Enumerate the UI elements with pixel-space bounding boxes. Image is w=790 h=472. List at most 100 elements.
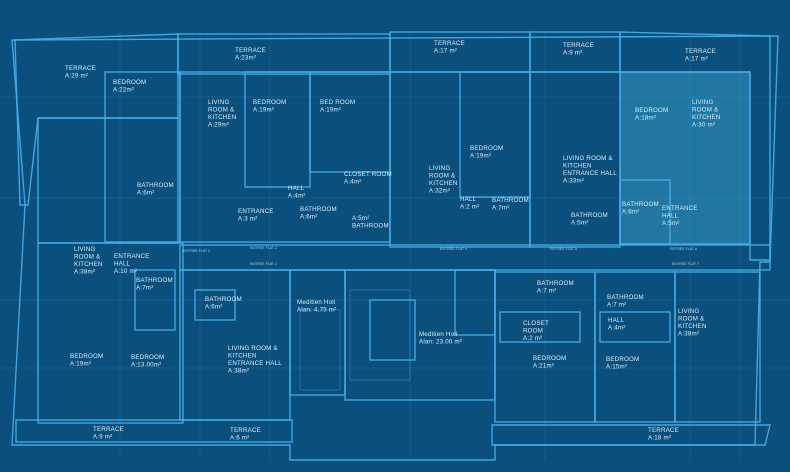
room-label-line: HALL [460,196,477,203]
room-label-line: A:4m² [608,325,626,332]
room-label-line: TERRACE [93,426,124,433]
entry-labels: ENTREE FLAT 2 ENTREE FLAT 1 ENTREE FLAT … [183,246,699,266]
room-label-line: A:19m² [320,107,341,114]
room-label-line: TERRACE [685,48,716,55]
room-label-line: HALL [114,261,131,268]
room-label-line: A:4m² [288,193,306,200]
room-label-line: A:32m² [429,188,450,195]
room-label-line: A:22m² [113,87,134,94]
entry-label: ENTREE FLAT 2 [250,246,277,250]
room-label-line: Meditien Holi [297,299,335,306]
room-label-line: A:17 m² [685,56,708,63]
room-label-line: KITCHEN [228,353,257,360]
room-label-line: BEDROOM [131,354,164,361]
room-label-line: A:6m² [300,214,318,221]
room-label-line: BATHROOM [492,197,529,204]
room-label-line: A:18m² [635,115,656,122]
room-label-line: BATHROOM [607,294,644,301]
room-label-line: A:6m² [622,209,640,216]
room-label-line: HALL [608,317,625,324]
room-label-line: A:6m² [137,190,155,197]
room-label-line: A:2 m² [460,204,479,211]
room-label-line: KITCHEN [208,114,237,121]
room-label-line: TERRACE [65,65,96,72]
room-label-line: CLOSET ROOM [344,171,392,178]
room-label-line: A:38m² [74,269,95,276]
room-label-line: A:9 m² [93,434,112,441]
room-label-line: LIVING ROOM & [563,155,613,162]
room-label-line: BATHROOM [352,223,389,230]
room-label-line: Alan: 23.00 m² [419,339,462,346]
room-label-line: A:5m² [352,215,370,222]
room-label-line: KITCHEN [429,180,458,187]
room-label-line: BED ROOM [320,99,355,106]
room-label-line: A:7m² [136,285,154,292]
room-label-line: ROOM & [692,107,719,114]
room-label-line: A:19m² [470,153,491,160]
room-label-line: BEDROOM [606,356,639,363]
entry-label: ENTREE FLAT 1 [250,262,277,266]
room-label-line: LIVING [429,165,451,172]
room-label-line: ROOM & [208,107,235,114]
room-label-line: TERRACE [648,427,679,434]
entry-label: ENTREE FLAT 6 [670,247,697,251]
room-label-line: ROOM [523,328,543,335]
room-label-line: BATHROOM [622,201,659,208]
room-label-line: A:4m² [344,179,362,186]
room-label-line: ENTRANCE [114,253,150,260]
room-label-line: BEDROOM [533,355,566,362]
room-label-line: BATHROOM [205,296,242,303]
room-label-line: TERRACE [235,47,266,54]
room-label-line: LIVING [692,99,714,106]
room-label-line: TERRACE [563,42,594,49]
room-label-line: A:7m² [492,205,510,212]
entry-label: ENTREE FLAT 5 [550,247,577,251]
highlighted-flat [620,72,750,244]
room-label-line: LIVING [208,99,230,106]
room-label-line: ROOM & [429,173,456,180]
room-label-line: KITCHEN [678,323,707,330]
room-label-line: A:29 m² [65,73,88,80]
room-label-line: ROOM & [678,316,705,323]
room-label-line: CLOSET [523,320,549,327]
room-label-line: BATHROOM [537,280,574,287]
room-label-line: ENTRANCE HALL [228,360,282,367]
room-label-line: BATHROOM [137,182,174,189]
room-label-line: TERRACE [230,427,261,434]
room-label-line: A:10 m² [114,268,137,275]
room-label-line: BATHROOM [300,206,337,213]
room-label-line: A:17 m² [434,48,457,55]
room-label-line: A:7 m² [537,288,556,295]
room-label-line: ENTRANCE [238,208,274,215]
